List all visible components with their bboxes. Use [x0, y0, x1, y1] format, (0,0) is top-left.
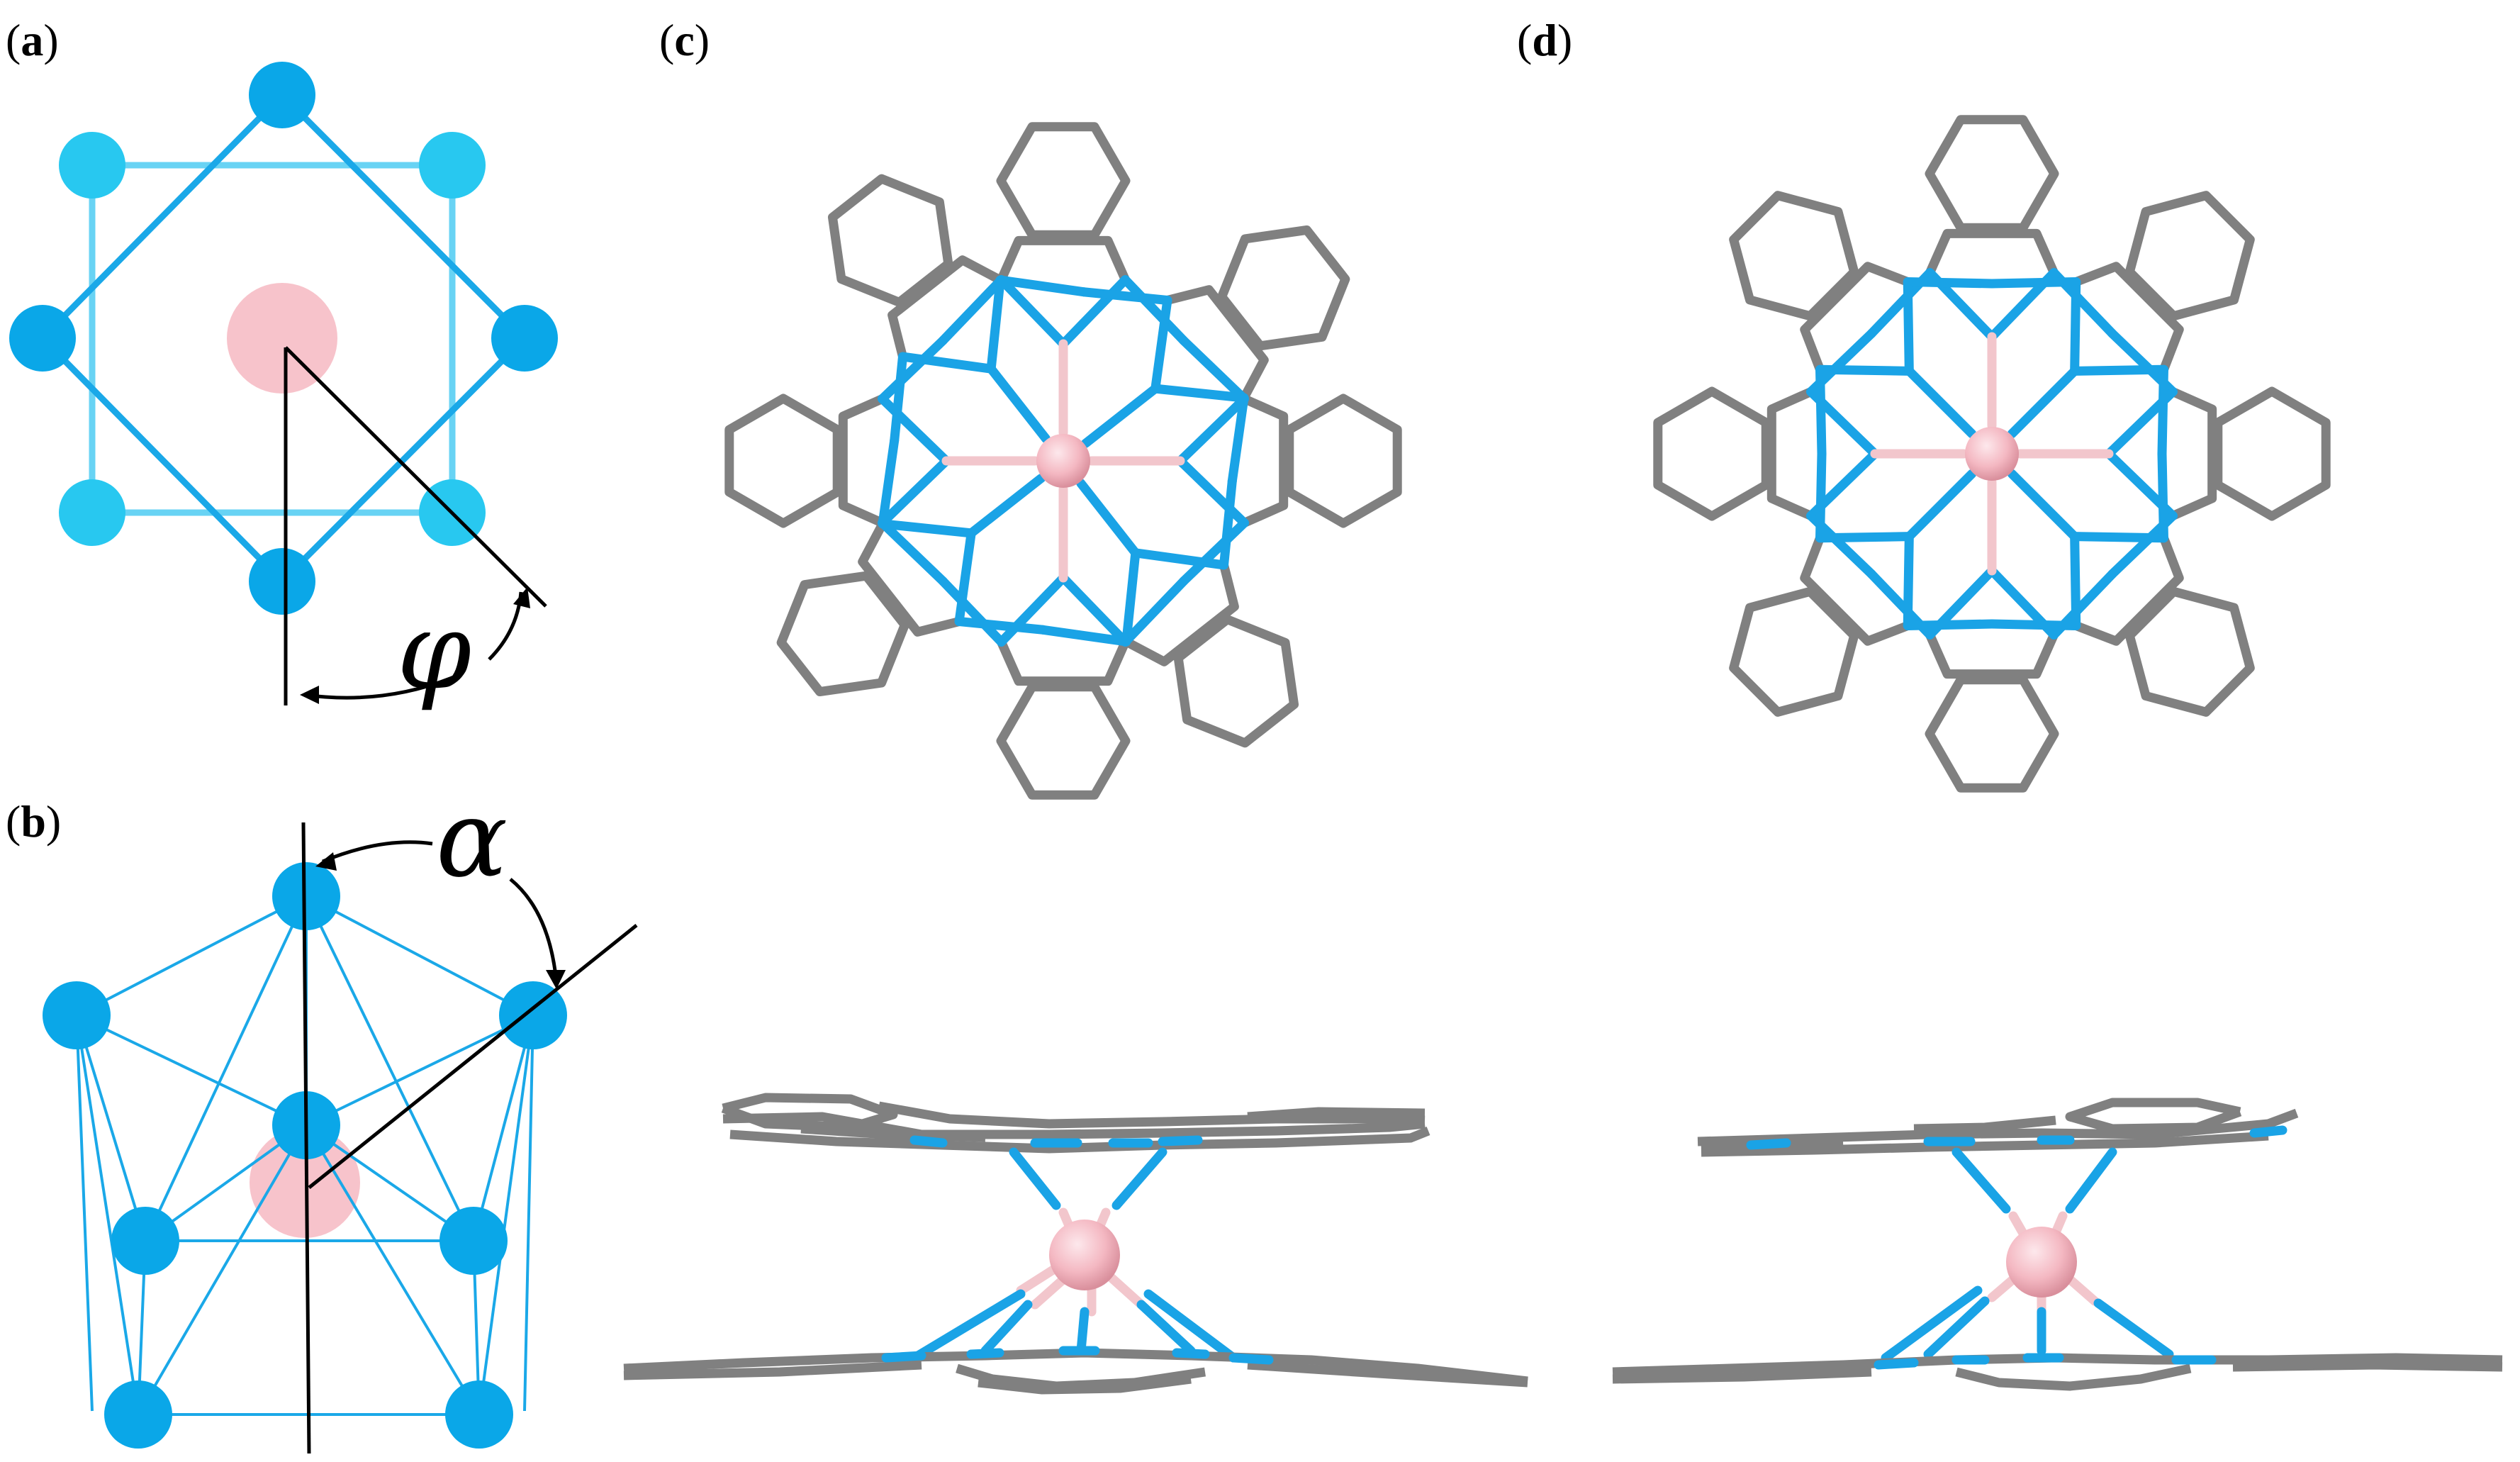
benzo-ring	[1217, 225, 1350, 351]
lower-ligand-framework	[623, 1348, 1528, 1395]
pyrrole-ring	[2074, 262, 2184, 372]
pyrrole-ring	[997, 640, 1130, 686]
ligand-atom	[43, 981, 111, 1049]
pyrrole-ring	[2074, 536, 2184, 646]
reference-axis-line	[301, 822, 311, 1454]
panel-d-top-view	[1653, 115, 2331, 793]
panel-c-side-view	[623, 1093, 1528, 1395]
benzo-ring	[2124, 191, 2255, 321]
benzo-ring	[1173, 615, 1299, 748]
ligand-atom	[9, 305, 76, 372]
phi-symbol: φ	[397, 590, 471, 713]
pyrrole-ring	[1800, 536, 1910, 646]
panel-label-a: (a)	[6, 15, 59, 65]
phi-arc-left	[304, 675, 454, 700]
pyrrole-ring	[1800, 262, 1910, 372]
pyrrole-ring	[1766, 387, 1813, 520]
benzo-ring	[724, 394, 842, 528]
pyrrole-ring	[2171, 387, 2217, 520]
benzo-ring	[776, 571, 909, 697]
nitrogen-framework	[1806, 268, 2178, 640]
ligand-atom	[491, 305, 558, 372]
benzo-ring	[996, 682, 1131, 800]
benzo-ring	[996, 122, 1131, 240]
pyrrole-ring	[1925, 632, 2059, 679]
upper-nitrogen-bonds	[1746, 1125, 2287, 1214]
ligand-atom	[249, 548, 315, 615]
panel-a-antiprism-top: φ	[9, 62, 558, 713]
ligand-atom	[104, 1380, 172, 1449]
arrowhead-icon	[300, 686, 319, 704]
benzo-ring	[1925, 675, 2059, 793]
benzo-ring	[1925, 115, 2059, 233]
metal-center-atom	[1036, 434, 1090, 488]
ligand-atom	[499, 981, 567, 1049]
benzo-ring	[1653, 386, 1771, 521]
ligand-atom	[59, 479, 125, 546]
panel-d-side-view	[1612, 1098, 2503, 1391]
ligand-atom	[249, 62, 315, 128]
benzo-ring	[1729, 191, 1859, 321]
ligand-atom	[59, 132, 125, 199]
alpha-arc-left	[322, 840, 433, 864]
panel-label-c: (c)	[659, 15, 710, 65]
alpha-symbol: α	[436, 778, 508, 901]
carbon-framework	[724, 122, 1402, 800]
panel-b-antiprism-side: α	[43, 778, 638, 1454]
metal-center-atom	[1049, 1220, 1120, 1290]
arrowhead-icon	[315, 852, 337, 871]
carbon-framework	[1653, 115, 2331, 793]
nitrogen-framework	[878, 275, 1249, 647]
ligand-atom	[272, 862, 340, 930]
arrowhead-icon	[546, 970, 566, 989]
tilt-angle-line	[308, 924, 638, 1189]
lower-nitrogen-bonds	[909, 1289, 1238, 1363]
metal-ligand-bonds	[941, 339, 1185, 583]
ligand-atom	[445, 1380, 513, 1449]
ligand-atom	[111, 1207, 179, 1275]
pyrrole-ring	[887, 255, 1003, 358]
benzo-ring	[827, 174, 953, 307]
metal-center-atom	[1965, 427, 2019, 481]
metal-center-atom	[2006, 1227, 2077, 1298]
pyrrole-ring	[1925, 228, 2059, 275]
ligand-atom	[439, 1207, 508, 1275]
pyrrole-ring	[838, 394, 885, 528]
metal-center-atom	[227, 283, 337, 394]
benzo-ring	[2213, 386, 2331, 521]
pyrrole-ring	[1242, 394, 1289, 528]
alpha-arc-right	[509, 878, 559, 983]
pyrrole-ring	[997, 235, 1130, 282]
metal-ligand-bonds	[1870, 332, 2114, 576]
arrowhead-icon	[513, 587, 530, 608]
benzo-ring	[2124, 586, 2255, 717]
upper-nitrogen-bonds	[909, 1135, 1203, 1210]
lower-nitrogen-bonds	[881, 1346, 1274, 1365]
panel-c-top-view	[724, 122, 1402, 800]
lower-nitrogen-bonds	[1881, 1285, 2174, 1363]
benzo-ring	[1284, 394, 1402, 528]
metal-center-atom	[250, 1127, 360, 1238]
twist-angle-line	[284, 346, 547, 608]
panel-label-b: (b)	[6, 796, 61, 847]
pyrrole-ring	[1124, 564, 1239, 666]
pyrrole-ring	[1166, 285, 1269, 401]
upper-ligand-framework	[721, 1093, 1430, 1154]
ligand-atom	[419, 132, 486, 199]
panel-label-d: (d)	[1517, 15, 1572, 65]
pyrrole-ring	[858, 521, 961, 637]
lower-nitrogen-bonds	[1874, 1353, 2217, 1370]
benzo-ring	[1729, 586, 1859, 717]
